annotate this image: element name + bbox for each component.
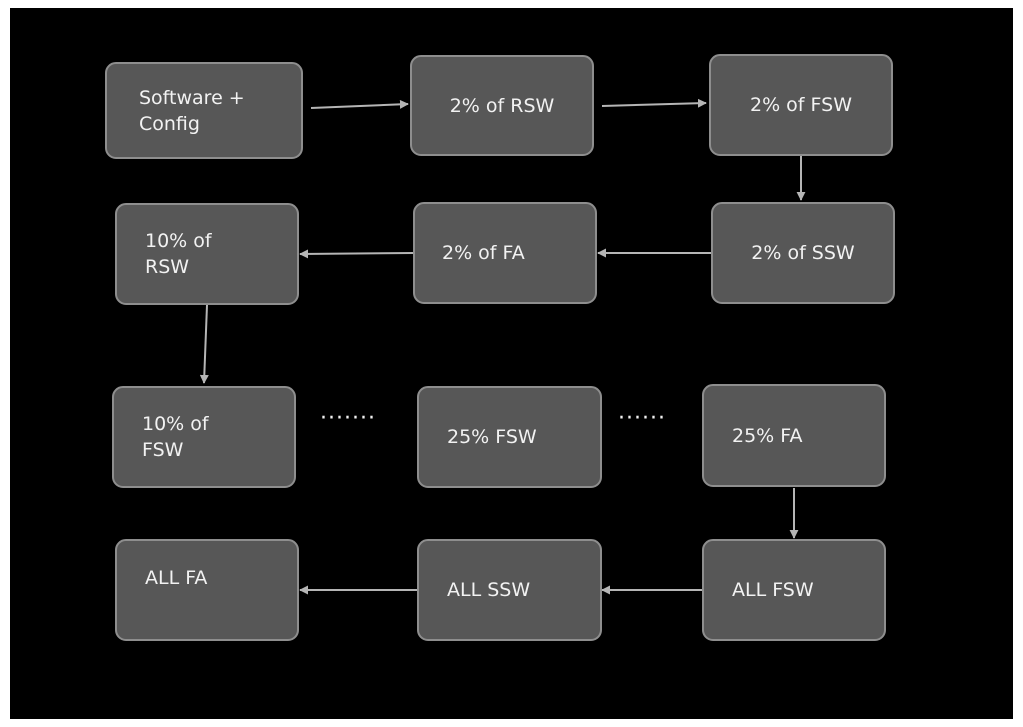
node-2pct-fa: 2% of FA bbox=[413, 202, 597, 304]
node-10pct-fsw: 10% of FSW bbox=[112, 386, 296, 488]
node-2pct-fsw: 2% of FSW bbox=[709, 54, 893, 156]
arrow-rsw10-to-fsw10 bbox=[199, 304, 209, 384]
arrow-rsw2-to-fsw2 bbox=[601, 98, 707, 108]
node-all-fsw: ALL FSW bbox=[702, 539, 886, 641]
node-2pct-rsw: 2% of RSW bbox=[410, 55, 594, 156]
node-2pct-ssw: 2% of SSW bbox=[711, 202, 895, 304]
arrow-software-to-rsw2 bbox=[310, 99, 409, 109]
node-25pct-fa: 25% FA bbox=[702, 384, 886, 487]
arrow-fa2-to-rsw10 bbox=[299, 249, 414, 259]
node-all-ssw: ALL SSW bbox=[417, 539, 602, 641]
node-25pct-fsw: 25% FSW bbox=[417, 386, 602, 488]
node-all-fa: ALL FA bbox=[115, 539, 299, 641]
ellipsis-left: ······· bbox=[320, 406, 376, 431]
node-10pct-rsw: 10% of RSW bbox=[115, 203, 299, 305]
ellipsis-right: ······ bbox=[618, 406, 666, 431]
node-software-config: Software + Config bbox=[105, 62, 303, 159]
